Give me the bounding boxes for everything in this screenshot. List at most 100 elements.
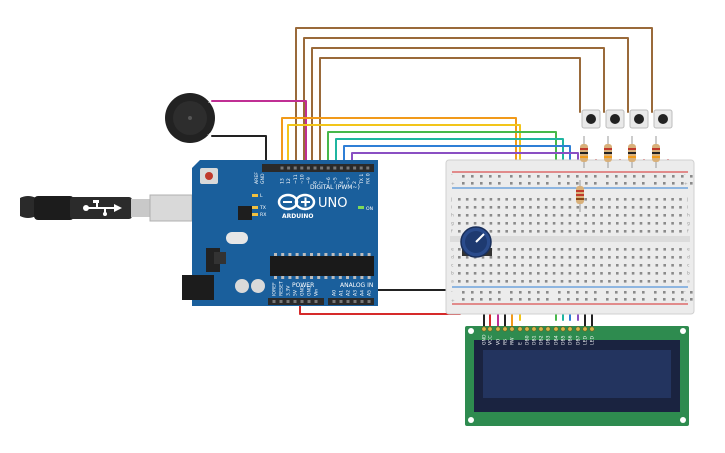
- rail-hole[interactable]: [681, 182, 684, 185]
- breadboard-hole[interactable]: [537, 222, 540, 225]
- breadboard-hole[interactable]: [521, 214, 524, 217]
- rail-hole[interactable]: [642, 291, 645, 294]
- rail-hole[interactable]: [546, 182, 549, 185]
- lcd-pin[interactable]: [524, 326, 530, 332]
- breadboard-hole[interactable]: [489, 198, 493, 201]
- breadboard-hole[interactable]: [513, 206, 516, 209]
- breadboard-hole[interactable]: [616, 198, 619, 201]
- breadboard-hole[interactable]: [489, 222, 493, 225]
- breadboard-hole[interactable]: [497, 264, 501, 267]
- breadboard-hole[interactable]: [576, 256, 580, 259]
- breadboard-hole[interactable]: [458, 230, 461, 233]
- rail-hole[interactable]: [567, 182, 570, 185]
- breadboard-hole[interactable]: [521, 206, 524, 209]
- rail-hole[interactable]: [681, 298, 684, 301]
- breadboard-hole[interactable]: [560, 206, 564, 209]
- breadboard-hole[interactable]: [663, 272, 666, 275]
- power-pin-hole[interactable]: [300, 300, 304, 303]
- breadboard-hole[interactable]: [544, 264, 548, 267]
- breadboard-hole[interactable]: [473, 214, 477, 217]
- breadboard-hole[interactable]: [679, 222, 682, 225]
- breadboard-hole[interactable]: [600, 222, 603, 225]
- breadboard-hole[interactable]: [513, 248, 516, 251]
- rail-hole[interactable]: [663, 182, 666, 185]
- digital-pin-hole[interactable]: [300, 166, 304, 170]
- breadboard-hole[interactable]: [600, 272, 603, 275]
- breadboard-hole[interactable]: [552, 256, 556, 259]
- lcd-pin[interactable]: [575, 326, 581, 332]
- breadboard-hole[interactable]: [513, 222, 516, 225]
- power-pin-hole[interactable]: [272, 300, 276, 303]
- lcd-pin[interactable]: [502, 326, 508, 332]
- rail-hole[interactable]: [567, 175, 570, 178]
- breadboard-hole[interactable]: [647, 206, 651, 209]
- digital-pin-hole[interactable]: [287, 166, 291, 170]
- breadboard-hole[interactable]: [505, 230, 508, 233]
- rail-hole[interactable]: [615, 298, 618, 301]
- breadboard-hole[interactable]: [465, 198, 469, 201]
- breadboard-hole[interactable]: [473, 198, 477, 201]
- rail-hole[interactable]: [462, 298, 465, 301]
- breadboard-hole[interactable]: [576, 206, 580, 209]
- lcd-pin[interactable]: [560, 326, 566, 332]
- breadboard-hole[interactable]: [679, 198, 682, 201]
- breadboard-hole[interactable]: [560, 280, 564, 283]
- breadboard-hole[interactable]: [458, 264, 461, 267]
- rail-hole[interactable]: [489, 182, 492, 185]
- breadboard-hole[interactable]: [489, 256, 493, 259]
- breadboard-hole[interactable]: [552, 230, 556, 233]
- breadboard-hole[interactable]: [631, 256, 635, 259]
- breadboard-hole[interactable]: [513, 198, 516, 201]
- breadboard-hole[interactable]: [521, 256, 524, 259]
- breadboard-hole[interactable]: [552, 222, 556, 225]
- rail-hole[interactable]: [594, 175, 597, 178]
- rail-hole[interactable]: [519, 175, 522, 178]
- breadboard-hole[interactable]: [529, 214, 532, 217]
- breadboard-hole[interactable]: [600, 264, 603, 267]
- breadboard-hole[interactable]: [560, 198, 564, 201]
- rail-hole[interactable]: [633, 182, 636, 185]
- lcd-pin[interactable]: [487, 326, 493, 332]
- breadboard-hole[interactable]: [505, 206, 508, 209]
- rail-hole[interactable]: [480, 182, 483, 185]
- breadboard-hole[interactable]: [529, 206, 532, 209]
- potentiometer[interactable]: [460, 226, 492, 258]
- breadboard-hole[interactable]: [544, 272, 548, 275]
- breadboard-hole[interactable]: [458, 280, 461, 283]
- push-button-1[interactable]: [581, 109, 601, 129]
- rail-hole[interactable]: [471, 291, 474, 294]
- breadboard-hole[interactable]: [639, 230, 643, 233]
- breadboard-hole[interactable]: [481, 198, 485, 201]
- power-pin-hole[interactable]: [293, 300, 297, 303]
- digital-pin-hole[interactable]: [326, 166, 330, 170]
- breadboard-hole[interactable]: [529, 230, 532, 233]
- breadboard-hole[interactable]: [505, 222, 508, 225]
- lcd-pin[interactable]: [538, 326, 544, 332]
- digital-pin-hole[interactable]: [359, 166, 363, 170]
- analog-pin-hole[interactable]: [332, 300, 336, 303]
- breadboard-hole[interactable]: [481, 206, 485, 209]
- breadboard-hole[interactable]: [481, 272, 485, 275]
- rail-hole[interactable]: [546, 298, 549, 301]
- breadboard-hole[interactable]: [552, 214, 556, 217]
- breadboard-hole[interactable]: [552, 264, 556, 267]
- breadboard-hole[interactable]: [655, 214, 659, 217]
- breadboard-hole[interactable]: [544, 248, 548, 251]
- digital-pin-hole[interactable]: [353, 166, 357, 170]
- rail-hole[interactable]: [672, 175, 675, 178]
- breadboard-hole[interactable]: [592, 206, 595, 209]
- rail-hole[interactable]: [594, 182, 597, 185]
- digital-pin-hole[interactable]: [339, 166, 343, 170]
- breadboard-hole[interactable]: [671, 256, 674, 259]
- rail-hole[interactable]: [519, 291, 522, 294]
- rail-hole[interactable]: [528, 175, 531, 178]
- analog-pin-hole[interactable]: [360, 300, 364, 303]
- breadboard-hole[interactable]: [560, 222, 564, 225]
- rail-hole[interactable]: [546, 291, 549, 294]
- breadboard-hole[interactable]: [576, 214, 580, 217]
- breadboard-hole[interactable]: [552, 280, 556, 283]
- breadboard-hole[interactable]: [537, 198, 540, 201]
- breadboard-hole[interactable]: [631, 222, 635, 225]
- rail-hole[interactable]: [489, 298, 492, 301]
